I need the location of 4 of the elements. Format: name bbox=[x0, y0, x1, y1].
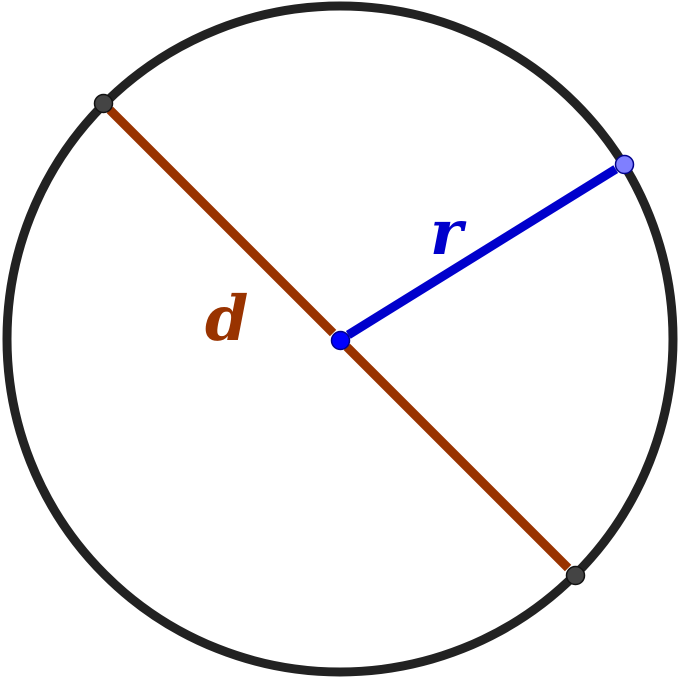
line-segment bbox=[344, 344, 572, 572]
line-segment bbox=[346, 165, 618, 339]
edge-label: d bbox=[205, 288, 248, 350]
line-segment bbox=[106, 106, 336, 336]
